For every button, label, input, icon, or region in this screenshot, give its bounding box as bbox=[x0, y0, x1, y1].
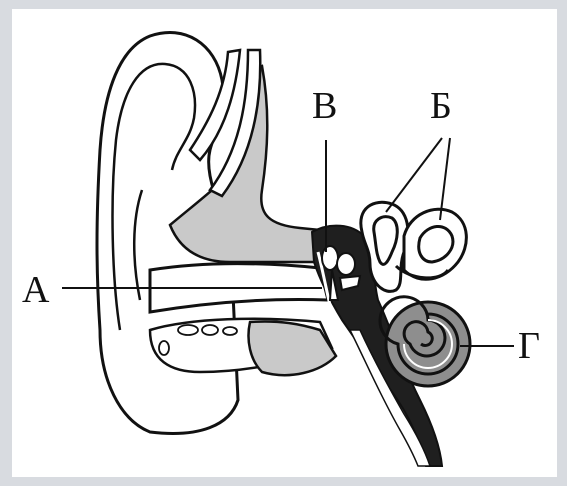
label-a: А bbox=[22, 269, 50, 311]
label-b: Б bbox=[430, 85, 452, 127]
label-g: Г bbox=[518, 325, 540, 367]
label-v: В bbox=[312, 85, 337, 127]
